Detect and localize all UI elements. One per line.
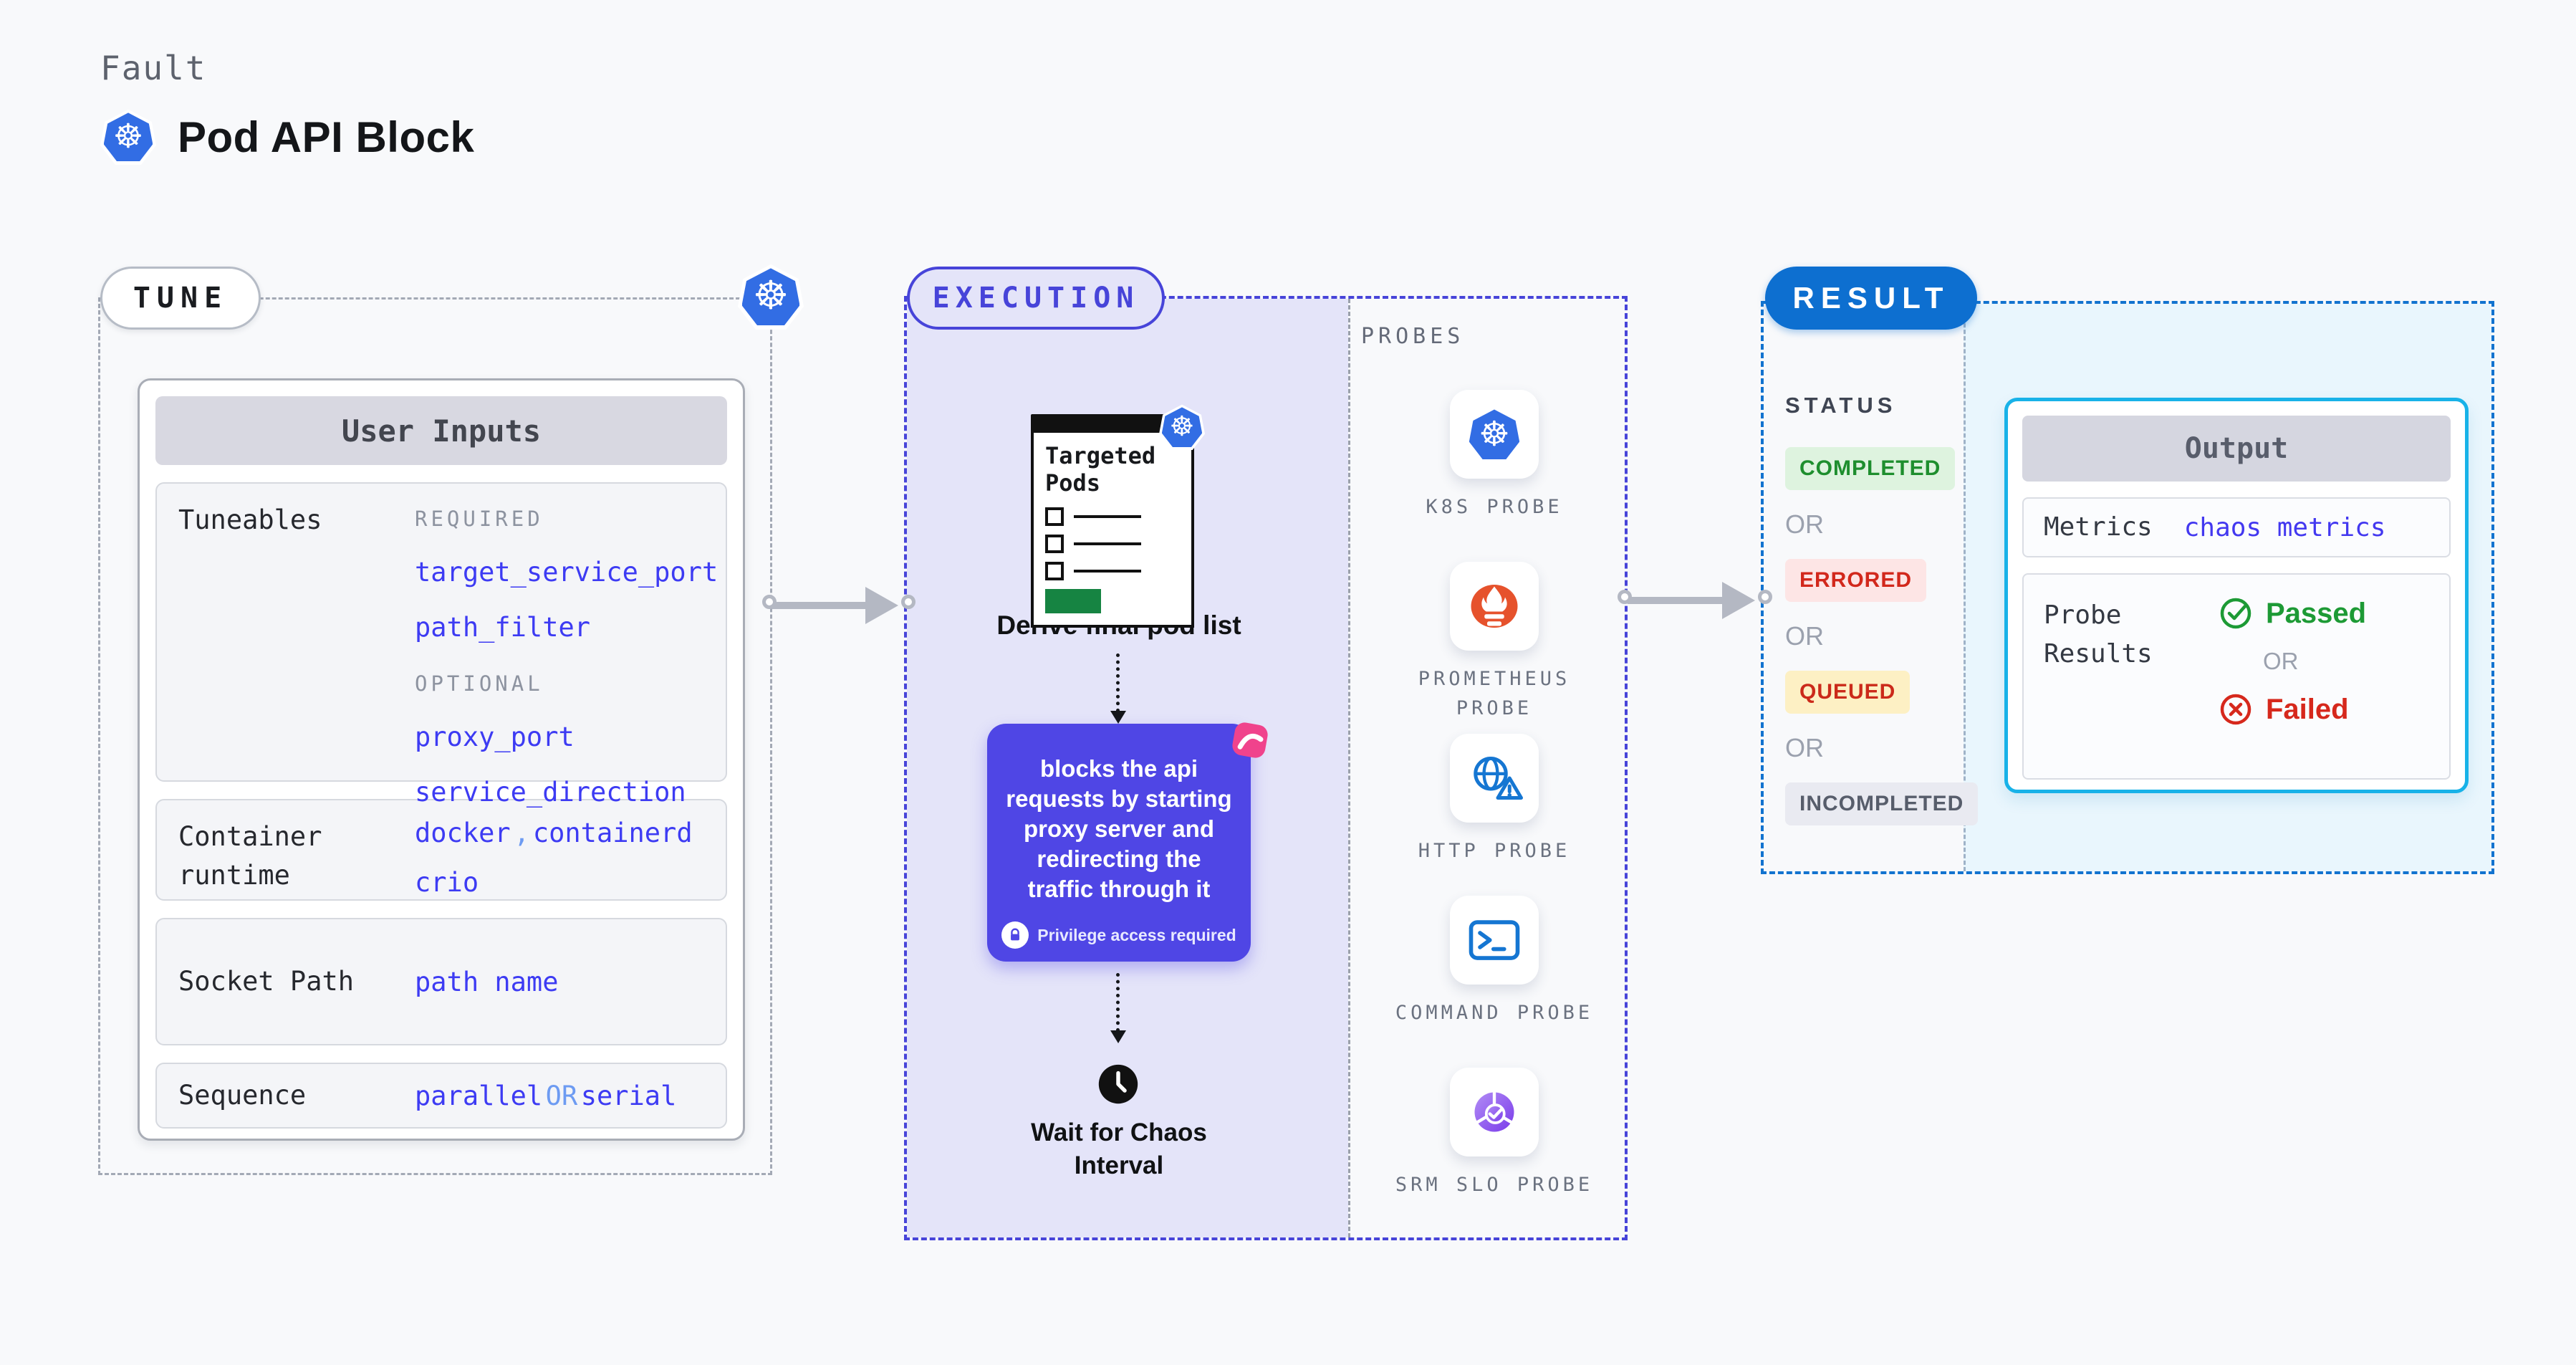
sequence-row: Sequence parallel OR serial xyxy=(155,1063,727,1129)
kubernetes-icon: ☸ xyxy=(738,264,804,330)
optional-label: OPTIONAL xyxy=(415,671,544,696)
failed-label: Failed xyxy=(2266,693,2349,725)
page-title: Pod API Block xyxy=(178,112,475,161)
passed-label: Passed xyxy=(2266,597,2367,629)
probe-item-command: COMMAND PROBE xyxy=(1351,896,1638,1028)
status-badge-incompleted: INCOMPLETED xyxy=(1785,782,1979,825)
prometheus-icon xyxy=(1450,562,1539,651)
probe-item-srm-slo: SRM SLO PROBE xyxy=(1351,1068,1638,1200)
page-title-row: ☸ Pod API Block xyxy=(100,109,474,165)
tune-section xyxy=(98,297,772,1175)
probe-results-or: OR xyxy=(2263,648,2299,674)
status-badge-errored: ERRORED xyxy=(1785,559,1927,602)
status-or: OR xyxy=(1785,509,1824,539)
status-badge-completed: COMPLETED xyxy=(1785,447,1956,490)
tuneable-link[interactable]: path_filter xyxy=(415,612,591,643)
probe-label: COMMAND PROBE xyxy=(1395,1002,1594,1024)
execution-badge: EXECUTION xyxy=(907,267,1165,330)
lock-icon xyxy=(1001,921,1029,949)
x-circle-icon xyxy=(2219,692,2253,727)
wait-chaos-interval-label: Wait for Chaos Interval xyxy=(1031,1119,1207,1179)
required-label: REQUIRED xyxy=(415,507,544,531)
socket-path-row: Socket Path path name xyxy=(155,918,727,1045)
probe-label: PROMETHEUS PROBE xyxy=(1418,668,1571,719)
probe-item-prometheus: PROMETHEUS PROBE xyxy=(1351,562,1638,723)
probe-results-label: Probe Results xyxy=(2044,600,2153,669)
output-title: Output xyxy=(2022,416,2451,482)
tuneable-link[interactable]: proxy_port xyxy=(415,722,575,752)
pod-list-item xyxy=(1045,534,1180,553)
probe-label: SRM SLO PROBE xyxy=(1395,1174,1594,1196)
tuneables-label: Tuneables xyxy=(178,504,322,535)
checkbox-icon xyxy=(1045,561,1064,580)
kubernetes-icon: ☸ xyxy=(1450,390,1539,479)
fault-kicker: Fault xyxy=(100,49,207,87)
status-column: STATUS COMPLETED OR ERRORED OR QUEUED OR… xyxy=(1785,393,1979,825)
sequence-value[interactable]: parallel xyxy=(415,1080,543,1111)
container-runtime-row: Container runtime docker , containerd cr… xyxy=(155,799,727,901)
kubernetes-icon: ☸ xyxy=(1159,404,1205,450)
user-inputs-card: User Inputs Tuneables REQUIRED target_se… xyxy=(138,378,745,1141)
sequence-value[interactable]: serial xyxy=(580,1080,677,1111)
socket-path-value[interactable]: path name xyxy=(415,966,559,997)
sequence-label: Sequence xyxy=(178,1080,307,1111)
progress-bar xyxy=(1045,588,1101,613)
probes-title: PROBES xyxy=(1361,324,1465,349)
status-title: STATUS xyxy=(1785,393,1897,418)
flow-arrow-tune-to-execution xyxy=(762,587,915,624)
checkbox-icon xyxy=(1045,507,1064,526)
result-badge: RESULT xyxy=(1765,267,1977,330)
sequence-or: OR xyxy=(545,1080,578,1111)
metrics-label: Metrics xyxy=(2044,512,2153,542)
metrics-value[interactable]: chaos metrics xyxy=(2183,512,2386,542)
check-circle-icon xyxy=(2219,596,2253,631)
clock-icon xyxy=(1097,1063,1139,1105)
probe-item-k8s: ☸ K8S PROBE xyxy=(1351,390,1638,522)
status-badge-queued: QUEUED xyxy=(1785,671,1911,714)
socket-path-label: Socket Path xyxy=(178,966,355,997)
pod-list-item xyxy=(1045,561,1180,580)
status-or: OR xyxy=(1785,621,1824,651)
checkbox-icon xyxy=(1045,534,1064,553)
probes-divider xyxy=(1348,299,1350,1237)
terminal-icon xyxy=(1450,896,1539,985)
status-or: OR xyxy=(1785,733,1824,762)
privilege-note: Privilege access required xyxy=(1037,925,1236,944)
runtime-separator: , xyxy=(514,818,530,848)
targeted-pods-title: Targeted Pods xyxy=(1045,442,1156,497)
output-panel: Output Metrics chaos metrics Probe Resul… xyxy=(2004,398,2469,793)
kubernetes-icon: ☸ xyxy=(100,109,156,165)
tuneable-link[interactable]: target_service_port xyxy=(415,557,719,588)
metrics-row: Metrics chaos metrics xyxy=(2022,497,2451,557)
probe-item-http: HTTP PROBE xyxy=(1351,734,1638,866)
probe-results-row: Probe Results Passed OR xyxy=(2022,573,2451,780)
tune-badge: TUNE xyxy=(100,267,261,330)
runtime-value[interactable]: crio xyxy=(415,867,479,898)
fault-action-box: blocks the api requests by starting prox… xyxy=(987,724,1251,962)
chaos-icon xyxy=(1224,714,1277,767)
tuneable-link[interactable]: service_direction xyxy=(415,777,686,808)
probe-label: HTTP PROBE xyxy=(1418,840,1571,862)
runtime-value[interactable]: docker xyxy=(415,818,511,848)
fault-action-text: blocks the api requests by starting prox… xyxy=(1006,755,1232,902)
dotted-arrow-down xyxy=(1110,973,1126,1043)
http-globe-warning-icon xyxy=(1450,734,1539,823)
container-runtime-label: Container runtime xyxy=(178,821,322,891)
slo-pie-check-icon xyxy=(1450,1068,1539,1156)
pod-list-item xyxy=(1045,507,1180,526)
dotted-arrow-down xyxy=(1110,653,1126,724)
user-inputs-title: User Inputs xyxy=(155,396,727,465)
runtime-value[interactable]: containerd xyxy=(532,818,693,848)
probe-label: K8S PROBE xyxy=(1426,496,1563,518)
tuneables-row: Tuneables REQUIRED target_service_port p… xyxy=(155,482,727,808)
flow-arrow-execution-to-result xyxy=(1618,582,1772,619)
